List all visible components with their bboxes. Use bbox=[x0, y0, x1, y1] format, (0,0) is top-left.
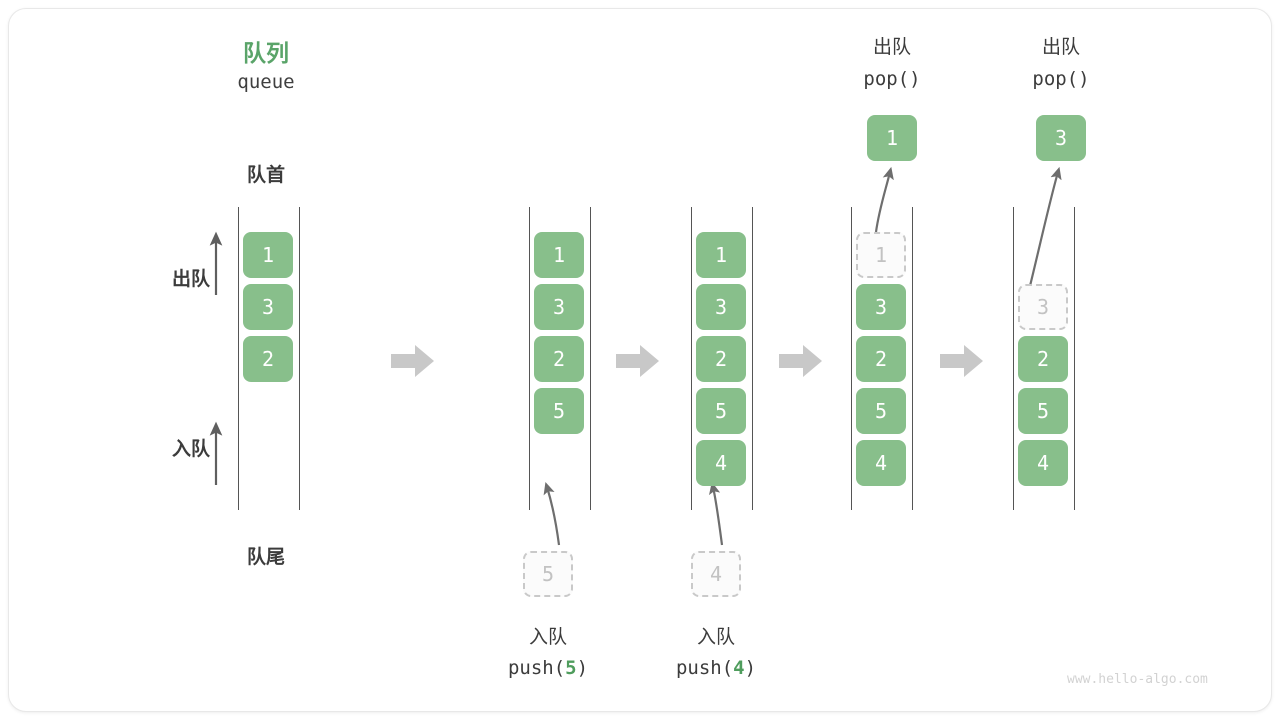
popped-cell: 1 bbox=[867, 115, 917, 161]
queue-cell: 1 bbox=[856, 232, 906, 278]
queue-cell: 2 bbox=[534, 336, 584, 382]
flow-arrow bbox=[779, 344, 823, 378]
rail-left bbox=[1013, 207, 1014, 510]
queue-cell: 2 bbox=[856, 336, 906, 382]
queue-cell: 5 bbox=[534, 388, 584, 434]
pop-caption-code: pop() bbox=[863, 68, 921, 90]
queue-cell: 3 bbox=[856, 284, 906, 330]
incoming-cell: 4 bbox=[691, 551, 741, 597]
page-title: 队列 bbox=[243, 40, 289, 66]
rail-right bbox=[590, 207, 591, 510]
rail-right bbox=[752, 207, 753, 510]
queue-rear-label: 队尾 bbox=[246, 547, 285, 568]
pop-caption-cn: 出队 bbox=[1041, 37, 1080, 58]
queue-cell: 1 bbox=[696, 232, 746, 278]
pop-caption-cn: 出队 bbox=[872, 37, 911, 58]
queue-cell: 5 bbox=[696, 388, 746, 434]
queue-cell: 3 bbox=[1018, 284, 1068, 330]
flow-arrow bbox=[940, 344, 984, 378]
rail-right bbox=[1074, 207, 1075, 510]
flow-arrow bbox=[616, 344, 660, 378]
queue-cell: 1 bbox=[534, 232, 584, 278]
queue-cell: 1 bbox=[243, 232, 293, 278]
enqueue-axis-label: 入队 bbox=[171, 439, 210, 460]
push-caption-code: push(5) bbox=[478, 657, 618, 679]
queue-cell: 2 bbox=[696, 336, 746, 382]
push-caption-cn: 入队 bbox=[696, 627, 735, 648]
push-caption-code: push(4) bbox=[646, 657, 786, 679]
popped-cell: 3 bbox=[1036, 115, 1086, 161]
flow-arrow bbox=[391, 344, 435, 378]
queue-cell: 3 bbox=[243, 284, 293, 330]
rail-left bbox=[851, 207, 852, 510]
push-code-prefix: push( bbox=[675, 657, 734, 679]
queue-cell: 5 bbox=[1018, 388, 1068, 434]
queue-cell: 3 bbox=[696, 284, 746, 330]
rail-right bbox=[912, 207, 913, 510]
push-code-arg: 4 bbox=[733, 657, 745, 679]
pop-caption-code: pop() bbox=[1032, 68, 1090, 90]
queue-front-label: 队首 bbox=[246, 165, 285, 186]
rail-right bbox=[299, 207, 300, 510]
push-code-arg: 5 bbox=[565, 657, 577, 679]
push-code-suffix: ) bbox=[576, 657, 589, 679]
queue-cell: 4 bbox=[696, 440, 746, 486]
incoming-cell: 5 bbox=[523, 551, 573, 597]
queue-cell: 3 bbox=[534, 284, 584, 330]
queue-cell: 4 bbox=[856, 440, 906, 486]
rail-left bbox=[529, 207, 530, 510]
watermark: www.hello-algo.com bbox=[1067, 672, 1208, 687]
queue-cell: 2 bbox=[243, 336, 293, 382]
page-subtitle: queue bbox=[237, 71, 295, 93]
push-code-suffix: ) bbox=[744, 657, 757, 679]
rail-left bbox=[691, 207, 692, 510]
queue-cell: 5 bbox=[856, 388, 906, 434]
rail-left bbox=[238, 207, 239, 510]
queue-cell: 4 bbox=[1018, 440, 1068, 486]
dequeue-axis-label: 出队 bbox=[171, 269, 210, 290]
push-caption-cn: 入队 bbox=[528, 627, 567, 648]
queue-cell: 2 bbox=[1018, 336, 1068, 382]
push-code-prefix: push( bbox=[507, 657, 566, 679]
